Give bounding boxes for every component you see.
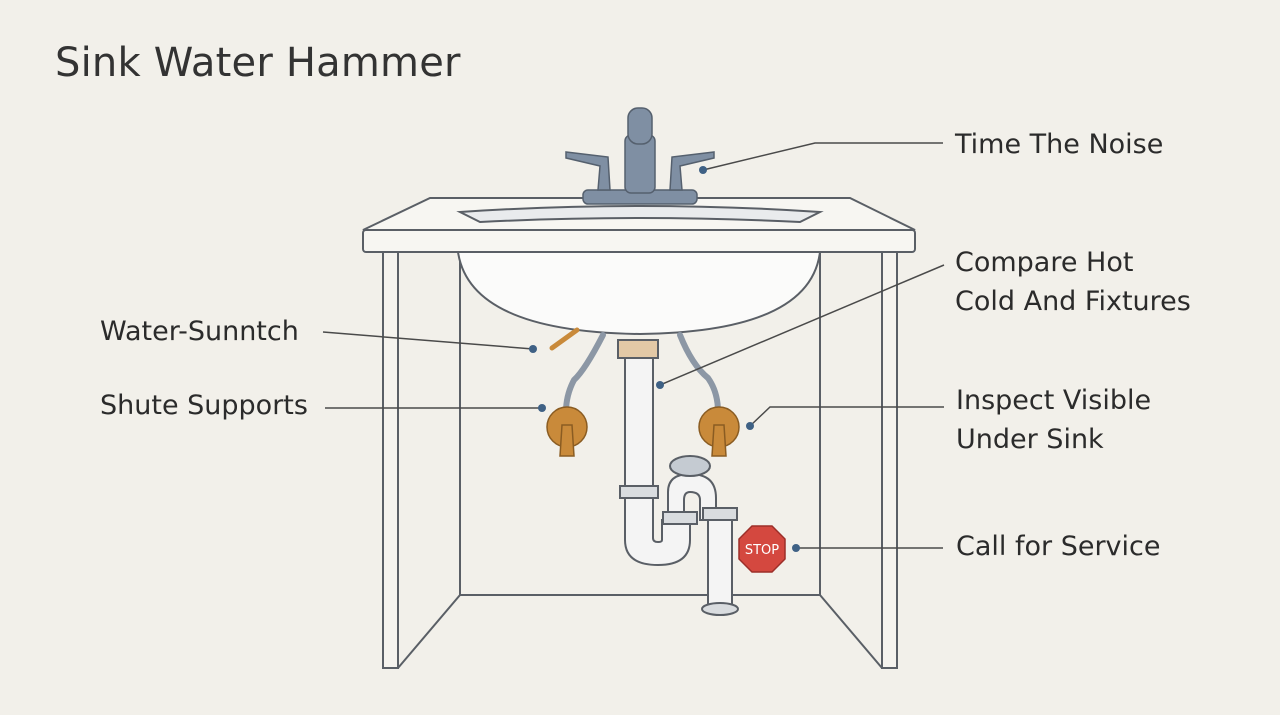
supply-lines bbox=[549, 327, 721, 415]
label-compare-hot-cold: Compare Hot Cold And Fixtures bbox=[955, 247, 1191, 317]
label-water-switch: Water-Sunntch bbox=[100, 316, 299, 347]
page-title: Sink Water Hammer bbox=[55, 40, 461, 86]
sink-basin bbox=[456, 251, 822, 336]
vanity-cabinet bbox=[382, 249, 898, 669]
countertop bbox=[362, 197, 916, 253]
label-shute-supports: Shute Supports bbox=[100, 390, 308, 421]
drain-trap bbox=[617, 339, 739, 616]
shutoff-valves bbox=[546, 406, 740, 457]
label-time-the-noise: Time The Noise bbox=[955, 129, 1164, 160]
stop-sign-text: STOP bbox=[745, 543, 779, 558]
stop-sign: STOP bbox=[738, 525, 786, 573]
faucet bbox=[565, 107, 715, 205]
leader-lines bbox=[322, 142, 945, 549]
label-inspect-visible: Inspect Visible Under Sink bbox=[956, 385, 1152, 455]
callout-markers bbox=[529, 166, 800, 552]
label-call-for-service: Call for Service bbox=[956, 531, 1161, 562]
